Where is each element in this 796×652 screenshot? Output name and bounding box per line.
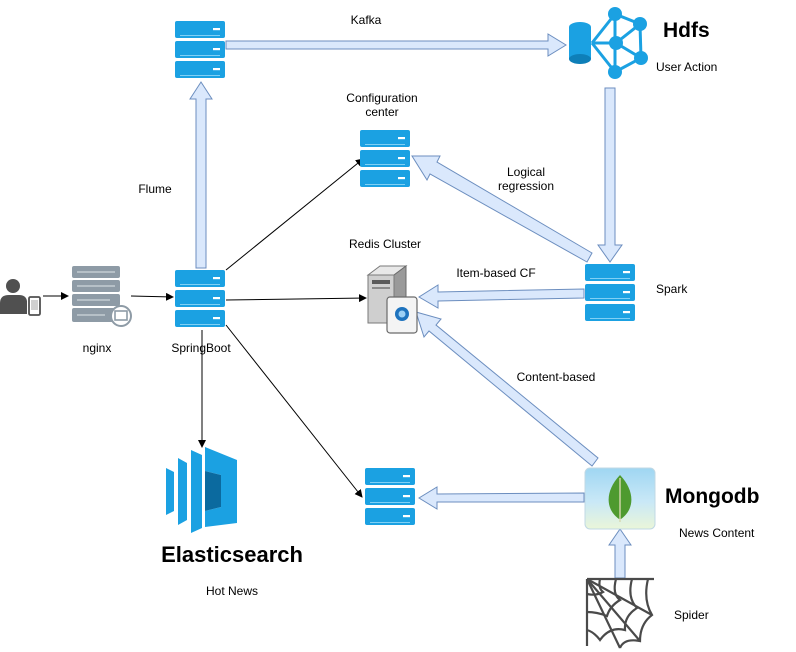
line-springboot-to-redis bbox=[225, 294, 367, 303]
redis-cluster-label: Redis Cluster bbox=[349, 237, 421, 251]
spark-label: Spark bbox=[656, 282, 688, 296]
elasticsearch-title: Elasticsearch bbox=[161, 542, 303, 567]
spark-server-icon bbox=[585, 264, 635, 321]
output-server-icon bbox=[365, 468, 415, 525]
elasticsearch-subtitle: Hot News bbox=[206, 584, 258, 598]
hdfs-title: Hdfs bbox=[663, 19, 710, 42]
item-based-cf-label: Item-based CF bbox=[456, 266, 535, 280]
redis-server-icon bbox=[366, 265, 418, 334]
spider-label: Spider bbox=[674, 608, 709, 622]
arrow-hdfs-to-spark bbox=[597, 87, 623, 263]
arrow-item-based-cf bbox=[418, 284, 585, 309]
kafka-label: Kafka bbox=[351, 13, 382, 27]
content-based-label: Content-based bbox=[517, 370, 596, 384]
mongodb-title: Mongodb bbox=[665, 485, 759, 508]
config-center-label-line1: Configuration bbox=[346, 91, 417, 105]
line-springboot-to-server bbox=[225, 324, 363, 498]
springboot-server-icon bbox=[175, 270, 225, 327]
nginx-label: nginx bbox=[83, 341, 112, 355]
mongodb-subtitle: News Content bbox=[679, 526, 755, 540]
nginx-server-icon bbox=[72, 266, 132, 327]
springboot-label: SpringBoot bbox=[171, 341, 231, 355]
line-springboot-to-config bbox=[225, 158, 364, 271]
arrow-flume bbox=[189, 81, 213, 269]
arrow-logical-regression bbox=[411, 155, 593, 263]
config-center-server-icon bbox=[360, 130, 410, 187]
user-mobile-icon bbox=[0, 279, 41, 316]
spider-web-icon bbox=[585, 577, 654, 649]
hdfs-icon bbox=[569, 7, 648, 79]
line-nginx-to-springboot bbox=[130, 292, 174, 301]
arrow-mongodb-to-server bbox=[418, 486, 585, 510]
hdfs-subtitle: User Action bbox=[656, 60, 717, 74]
mongodb-icon bbox=[584, 467, 656, 530]
arrow-kafka bbox=[225, 33, 567, 57]
elasticsearch-icon bbox=[166, 447, 237, 533]
logical-regression-label-line2: regression bbox=[498, 179, 554, 193]
flume-label: Flume bbox=[138, 182, 172, 196]
kafka-server-icon bbox=[175, 21, 225, 78]
logical-regression-label-line1: Logical bbox=[507, 165, 545, 179]
arrow-spider-to-mongodb bbox=[608, 528, 632, 579]
config-center-label-line2: center bbox=[365, 105, 398, 119]
arrow-content-based bbox=[415, 311, 599, 467]
